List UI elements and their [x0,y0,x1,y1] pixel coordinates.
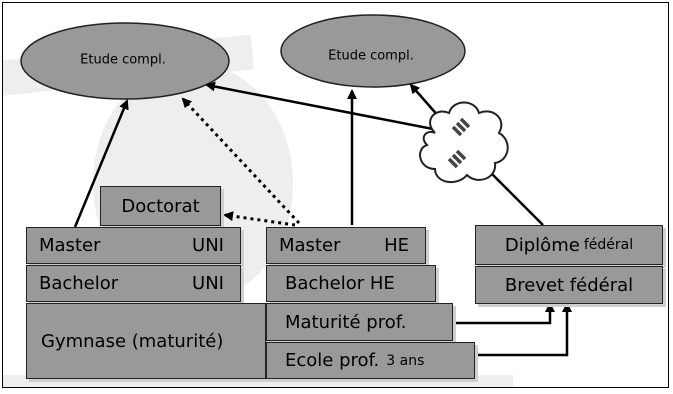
diplome-label: Diplôme [504,234,580,256]
brevet-label: Brevet fédéral [504,274,634,296]
arrow-ecole-to-brevet [473,302,572,357]
arrow-master-he-dotted-to-doctorat [223,211,296,227]
doctorat-label: Doctorat [121,195,200,217]
etude-right-ellipse [280,14,466,88]
master-uni-suffix: UNI [192,235,224,256]
ecole-prof-box: Ecole prof. 3 ans [266,342,475,379]
master-uni-label: Master [39,235,101,256]
bachelor-he-box: Bachelor HE [266,265,436,302]
bachelor-uni-suffix: UNI [192,273,224,294]
bachelor-uni-label: Bachelor [39,273,119,294]
maturite-prof-box: Maturité prof. [266,303,453,341]
etude-right-label: Etude compl. [328,48,414,64]
gymnase-label: Gymnase (maturité) [41,330,224,352]
diagram-frame: Etude compl. Etude compl. Doctorat Maste… [2,2,669,388]
master-uni-box: Master UNI [26,227,241,264]
line-diplome-to-cloud [490,172,544,226]
diagram-connectors [20,14,572,357]
ecole-prof-duration: 3 ans [386,352,425,369]
brevet-box: Brevet fédéral [475,266,663,304]
etude-left-label: Etude compl. [80,52,166,68]
maturite-prof-label: Maturité prof. [285,311,407,333]
etude-left-ellipse [20,22,230,100]
arrow-maturite-to-brevet [451,302,555,325]
bachelor-he-label: Bachelor HE [285,273,395,294]
diplome-box: Diplôme fédéral [475,225,663,265]
master-he-suffix: HE [384,235,409,256]
diplome-suffix: fédéral [583,237,634,253]
ecole-prof-label: Ecole prof. [285,350,380,371]
arrow-master-uni-to-etude [73,99,129,228]
doctorat-box: Doctorat [100,186,221,226]
bachelor-uni-box: Bachelor UNI [26,265,241,302]
gymnase-box: Gymnase (maturité) [26,303,266,379]
arrow-cloud-to-etude-left [205,81,434,131]
master-he-box: Master HE [266,227,426,264]
cloud-icon [419,101,509,184]
master-he-label: Master [279,235,341,256]
arrow-master-he-dotted-to-etude [181,97,301,225]
